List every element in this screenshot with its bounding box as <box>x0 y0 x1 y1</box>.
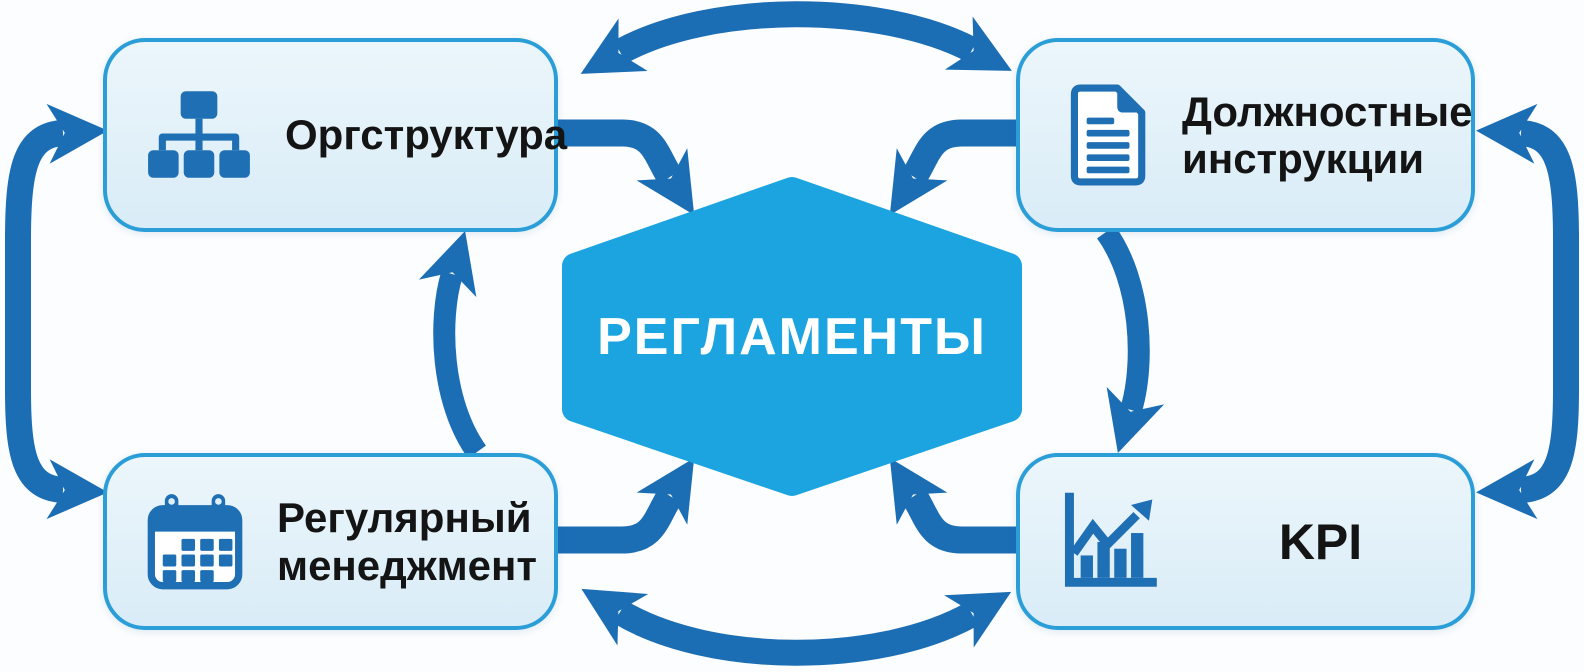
calendar-icon <box>147 493 243 589</box>
arrow-orgstructure-to-center <box>558 119 695 215</box>
node-job-descriptions: Должностные инструкции <box>1016 38 1475 232</box>
arrow-jobdescriptions-to-kpi <box>1096 225 1165 454</box>
arrow-right-boxes <box>1476 103 1579 520</box>
node-orgstructure: Оргструктура <box>103 38 567 232</box>
bar-chart-icon <box>1064 492 1157 587</box>
arrow-kpi-to-center <box>889 458 1016 554</box>
org-chart-icon <box>148 91 250 178</box>
arrow-top-boxes <box>580 1 1012 74</box>
arrow-regularmanagement-to-orgstructure <box>418 230 487 459</box>
node-label: KPI <box>1278 513 1363 570</box>
node-label: Оргструктура <box>285 111 568 159</box>
document-icon <box>1070 84 1146 186</box>
arrow-jobdescriptions-to-center <box>889 119 1016 215</box>
node-label: Должностные инструкции <box>1182 87 1473 182</box>
center-label: РЕГЛАМЕНТЫ <box>597 307 987 366</box>
arrow-left-boxes <box>4 103 108 520</box>
node-label: Регулярный менеджмент <box>277 494 537 589</box>
node-kpi: KPI <box>1016 453 1475 630</box>
arrow-regularmanagement-to-center <box>558 458 695 554</box>
arrow-bottom-boxes <box>581 588 1012 666</box>
node-regular-management: Регулярный менеджмент <box>103 453 558 630</box>
